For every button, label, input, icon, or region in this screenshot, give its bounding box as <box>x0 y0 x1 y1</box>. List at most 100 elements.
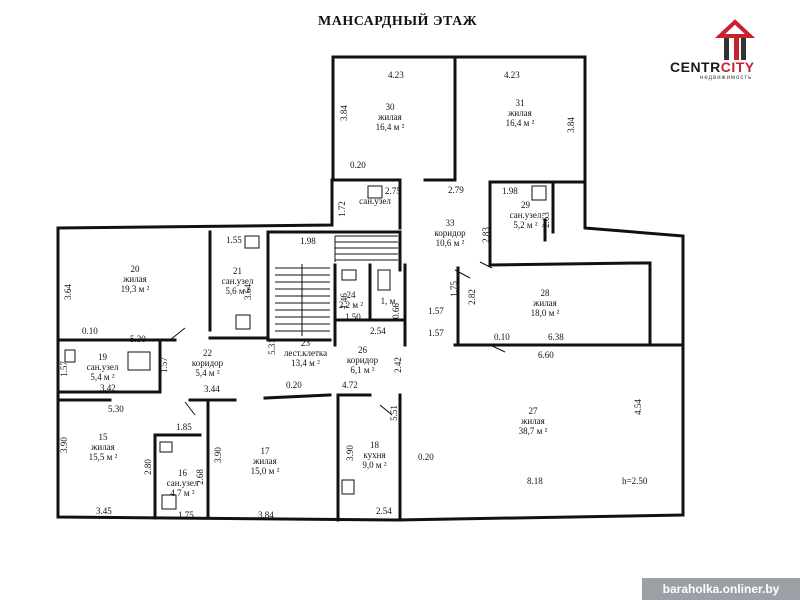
fixture-wc-32 <box>367 185 383 199</box>
room-number: 23 <box>301 338 310 348</box>
room-area: 19,3 м ² <box>120 284 150 294</box>
room-number: 20 <box>130 264 140 274</box>
room-25-label: 1, м <box>374 296 402 306</box>
centrcity-logo-icon <box>714 19 756 60</box>
room-area: 6,1 м ² <box>350 365 375 375</box>
door-swing <box>489 344 506 353</box>
room-number: 30 <box>385 102 395 112</box>
room-24-label: 24 2,2 м ² <box>336 290 366 310</box>
dimension-label: 1.75 <box>448 281 459 297</box>
dimension-label: 2.68 <box>194 469 205 485</box>
dimension-label: 3.84 <box>565 117 576 133</box>
wall-right-wing <box>396 180 685 522</box>
room-name: сан.узел <box>166 478 199 488</box>
room-number: 22 <box>203 348 212 358</box>
room-18-label: 18 кухня 9,0 м ² <box>352 440 397 470</box>
dimension-label: 2.63 <box>540 212 551 228</box>
dimension-label: 5.30 <box>108 404 124 414</box>
room-area: 13,4 м ² <box>291 358 320 368</box>
dimension-label: 1.46 <box>338 293 349 309</box>
room-name: жилая <box>123 274 147 284</box>
room-number: 33 <box>445 218 455 228</box>
room-area: 1, м <box>380 296 396 306</box>
room-name: кухня <box>363 450 386 460</box>
dimension-label: 0.10 <box>494 332 510 342</box>
dimension-label: h=2.50 <box>622 476 648 486</box>
room-name: коридор <box>346 355 379 365</box>
room-area: 18,0 м ² <box>530 308 560 318</box>
room-area: 9,0 м ² <box>362 460 387 470</box>
room-area: 5,6 м ² <box>225 286 250 296</box>
dimension-label: 1.72 <box>336 201 347 217</box>
fixture-kitchen-18 <box>341 479 355 495</box>
room-name: коридор <box>434 228 466 238</box>
dimension-label: 3.90 <box>212 447 223 463</box>
room-number: 24 <box>346 290 356 300</box>
dimension-label: 4.54 <box>632 399 643 415</box>
wall-stair <box>266 230 402 272</box>
room-name: жилая <box>508 108 532 118</box>
fixture-wc-24 <box>341 269 357 281</box>
dimension-label: 0.66 <box>390 303 401 319</box>
room-name: сан.узел <box>86 362 119 372</box>
fixture-tub-16 <box>161 494 177 510</box>
fixture-wc-21 <box>244 235 260 249</box>
dimension-label: 1.57 <box>428 306 444 316</box>
room-area: 4,7 м ² <box>170 488 195 498</box>
dimension-label: 2.54 <box>370 326 386 336</box>
room-15-label: 15 жилая 15,5 м ² <box>78 432 128 462</box>
wall-top-left-wing <box>56 178 400 522</box>
room-number: 31 <box>515 98 525 108</box>
dimension-label: 6.60 <box>538 350 554 360</box>
dimension-label: 1.57 <box>428 328 444 338</box>
dimension-label: 1.98 <box>300 236 316 246</box>
fixture-wc-29 <box>531 185 547 201</box>
dimension-label: 3.84 <box>338 105 349 121</box>
dimension-label: 2.80 <box>142 459 153 475</box>
fixture-tub-21 <box>235 314 251 330</box>
dimension-label: 3.84 <box>258 510 274 520</box>
source-watermark: baraholka.onliner.by <box>642 578 800 600</box>
dimension-label: 2.83 <box>480 227 491 243</box>
dimension-label: 3.45 <box>96 506 112 516</box>
room-number: 26 <box>358 345 367 355</box>
dimension-label: 2.75 <box>385 186 401 196</box>
fixture-wc-25 <box>377 269 391 291</box>
dimension-label: 8.18 <box>527 476 543 486</box>
dimension-label: 0.20 <box>418 452 434 462</box>
room-number: 15 <box>98 432 108 442</box>
door-swing <box>454 269 471 279</box>
logo-tagline: недвижимость <box>700 75 753 81</box>
room-23-label: 23 лест.клетка 13,4 м ² <box>278 338 333 368</box>
door-swing <box>479 261 493 269</box>
room-area: 5,2 м ² <box>513 220 538 230</box>
room-number: 18 <box>370 440 379 450</box>
room-16-label: 16 сан.узел 4,7 м ² <box>160 468 205 498</box>
room-name: жилая <box>253 456 277 466</box>
dimension-label: 3.64 <box>62 284 73 300</box>
room-name: сан.узел <box>221 276 254 286</box>
room-number: 28 <box>540 288 550 298</box>
dimension-label: 3.64 <box>242 284 253 300</box>
room-area: 5,4 м ² <box>90 372 115 382</box>
dimension-label: 2.79 <box>448 185 464 195</box>
room-33-label: 33 коридор 10,6 м ² <box>425 218 475 248</box>
room-17-label: 17 жилая 15,0 м ² <box>240 446 290 476</box>
room-name: коридор <box>191 358 224 368</box>
room-area: 16,4 м ² <box>375 122 405 132</box>
door-swing <box>169 327 186 341</box>
dimension-label: 4.23 <box>504 70 520 80</box>
dimension-label: 6.38 <box>548 332 564 342</box>
room-32-label: сан.узел <box>355 196 395 206</box>
fixture-basin-19 <box>127 351 151 371</box>
dimension-label: 0.20 <box>350 160 366 170</box>
room-area: 15,0 м ² <box>250 466 280 476</box>
dimension-label: 5.31 <box>266 339 277 355</box>
room-number: 21 <box>233 266 242 276</box>
fixture-wc-19 <box>64 349 76 363</box>
room-name: жилая <box>378 112 402 122</box>
room-name: жилая <box>91 442 115 452</box>
logo-brand: CENTRCITY <box>670 59 755 75</box>
room-21-label: 21 сан.узел 5,6 м ² <box>215 266 260 296</box>
